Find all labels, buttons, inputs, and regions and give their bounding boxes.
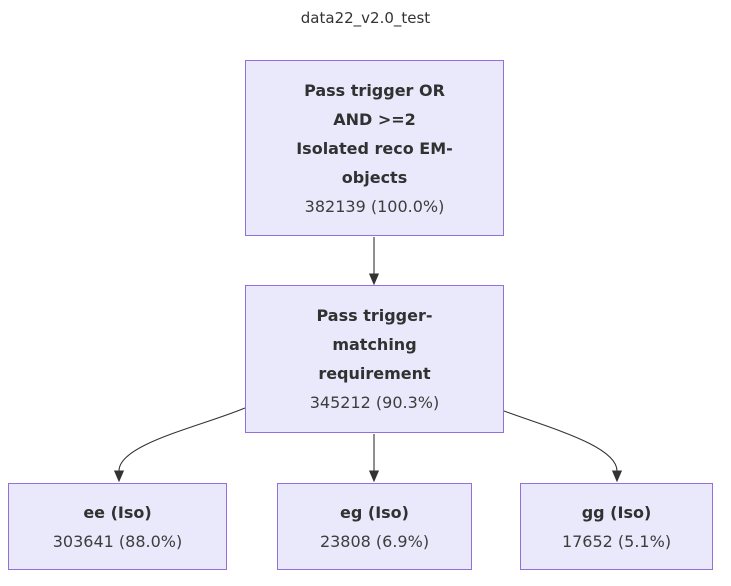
arrowhead-root-to-matching bbox=[368, 273, 380, 286]
node-label-line: ee (Iso) bbox=[83, 502, 152, 522]
node-root: Pass trigger OR AND >=2 Isolated reco EM… bbox=[245, 60, 504, 236]
node-label-line: Pass trigger- bbox=[316, 306, 433, 325]
node-count: 17652 (5.1%) bbox=[561, 531, 672, 551]
edge-matching-to-gg bbox=[503, 410, 618, 472]
node-count: 345212 (90.3%) bbox=[309, 393, 440, 412]
node-label-line: Isolated reco EM- bbox=[296, 138, 453, 158]
node-eg-iso: eg (Iso) 23808 (6.9%) bbox=[277, 483, 472, 570]
node-label-line: objects bbox=[341, 167, 408, 187]
node-count: 382139 (100.0%) bbox=[304, 196, 445, 216]
node-label-line: AND >=2 bbox=[333, 109, 416, 129]
node-count: 303641 (88.0%) bbox=[52, 531, 183, 551]
node-label-line: requirement bbox=[318, 364, 431, 383]
arrowhead-matching-to-ee bbox=[113, 470, 125, 483]
arrowhead-matching-to-gg bbox=[611, 470, 623, 483]
arrowhead-matching-to-eg bbox=[368, 470, 380, 483]
node-label-line: matching bbox=[332, 335, 417, 354]
edge-matching-to-ee bbox=[118, 407, 246, 472]
node-ee-iso: ee (Iso) 303641 (88.0%) bbox=[8, 483, 227, 570]
node-gg-iso: gg (Iso) 17652 (5.1%) bbox=[520, 483, 713, 570]
node-label-line: gg (Iso) bbox=[581, 502, 652, 522]
node-count: 23808 (6.9%) bbox=[319, 531, 430, 551]
diagram-title: data22_v2.0_test bbox=[300, 9, 431, 27]
node-label-line: eg (Iso) bbox=[340, 502, 409, 522]
node-trigger-matching: Pass trigger- matching requirement 34521… bbox=[245, 285, 504, 433]
node-label-line: Pass trigger OR bbox=[304, 80, 445, 100]
